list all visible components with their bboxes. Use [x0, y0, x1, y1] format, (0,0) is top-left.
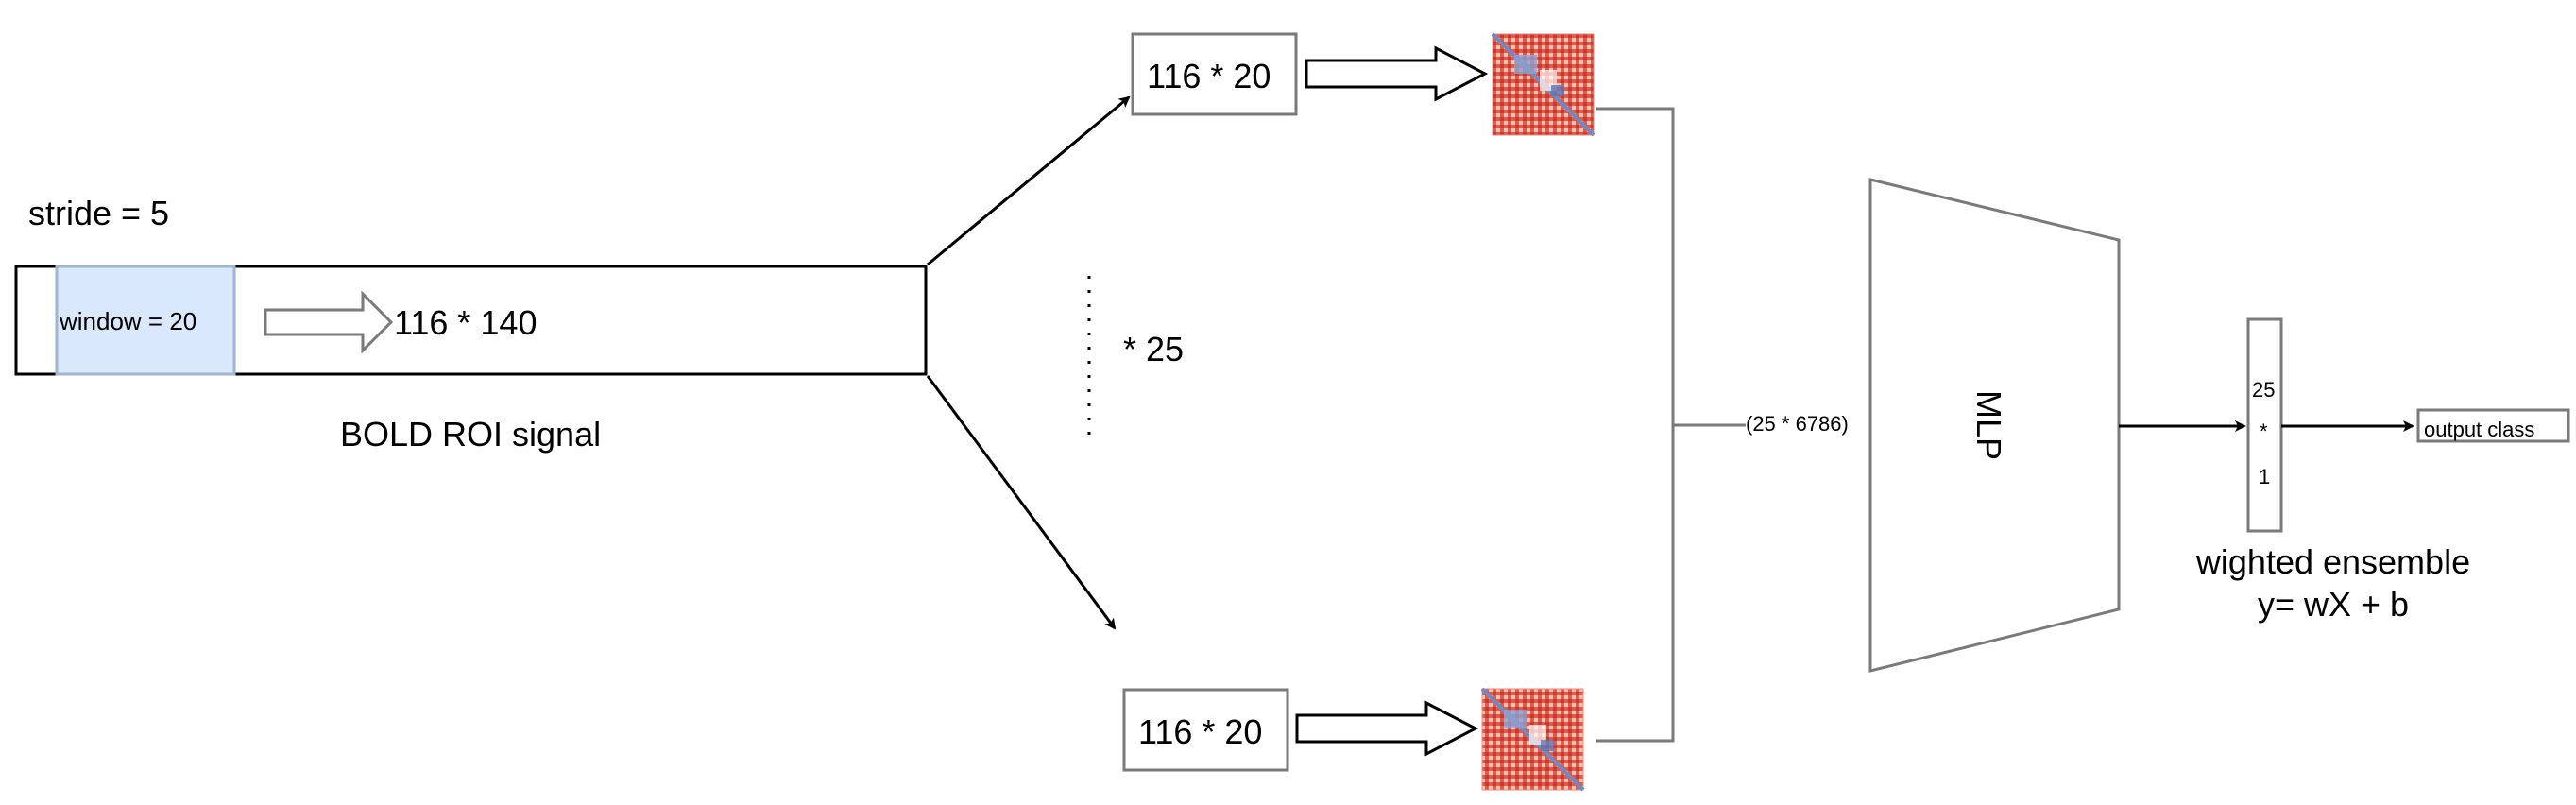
arrow-to-top-window [927, 95, 1131, 266]
bottom-window-label: 116 * 20 [1138, 712, 1263, 751]
output-box [2416, 408, 2570, 443]
hollow-arrow-bottom [1295, 700, 1479, 757]
ensemble-label-line2: y= wX + b [2257, 585, 2410, 624]
correlation-matrix-top-icon [1491, 32, 1595, 137]
arrow-to-bottom-window [926, 375, 1117, 630]
top-window-label: 116 * 20 [1147, 57, 1271, 95]
concat-connector [1596, 107, 1675, 743]
repeat-label: * 25 [1123, 330, 1185, 368]
signal-size-label: 116 * 140 [394, 303, 537, 342]
hollow-arrow-signal [264, 290, 394, 354]
hollow-arrow-top [1305, 45, 1489, 102]
stride-label: stride = 5 [28, 194, 170, 232]
correlation-matrix-bottom-icon [1480, 687, 1585, 792]
window-box [55, 265, 236, 376]
ensemble-label-line1: wighted ensemble [2195, 542, 2471, 581]
vector-bottom-label: 1 [2259, 465, 2271, 488]
window-label: window = 20 [60, 307, 197, 335]
signal-caption: BOLD ROI signal [340, 415, 602, 454]
output-class-label: output class [2424, 418, 2535, 441]
mlp-block [1868, 178, 2121, 673]
concat-size-label: (25 * 6786) [1746, 412, 1849, 436]
vector-top-label: 25 [2252, 378, 2276, 402]
bottom-window-box [1122, 688, 1289, 772]
mlp-label: MLP [1970, 389, 2009, 461]
vector-mid-label: * [2260, 420, 2268, 443]
top-window-box [1131, 32, 1298, 116]
